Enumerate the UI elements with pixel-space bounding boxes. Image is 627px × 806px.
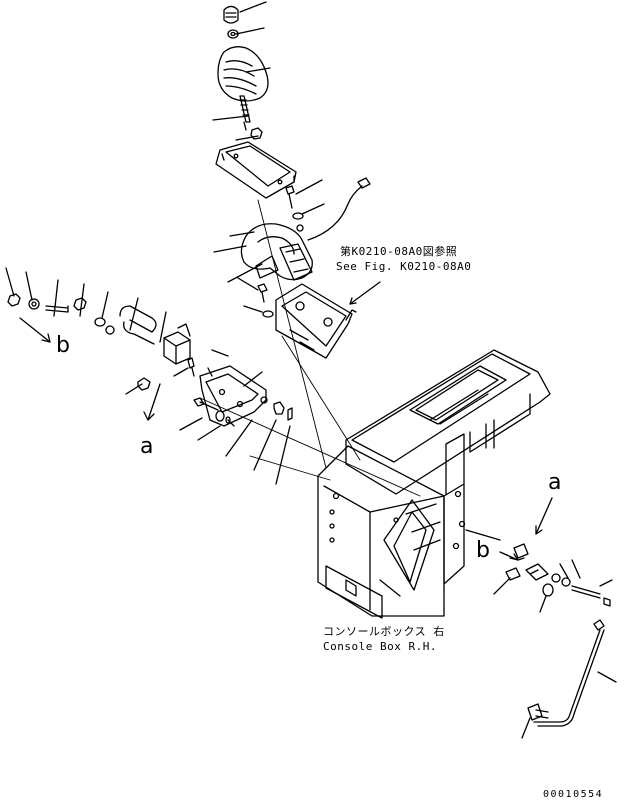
caption-jp: コンソールボックス 右 <box>323 625 445 638</box>
left-hardware <box>5 267 293 485</box>
reference-jp: 第K0210-08A0図参照 <box>340 245 458 258</box>
pointer-label-b-right: b <box>476 538 490 563</box>
pilot-valve <box>213 177 371 283</box>
pointer-label-a-right: a <box>548 470 562 495</box>
lever-knob-assembly <box>212 1 325 220</box>
pointer-label-a-left: a <box>140 434 154 459</box>
caption-en: Console Box R.H. <box>323 640 437 653</box>
assembly-lines <box>199 199 421 497</box>
right-pointer-arrows <box>379 497 553 597</box>
left-pointer-arrows <box>19 317 161 421</box>
reference-en: See Fig. K0210-08A0 <box>336 260 472 273</box>
pointer-label-b-left: b <box>56 333 70 358</box>
console-box <box>317 349 551 619</box>
right-hardware <box>465 529 617 739</box>
drawing-number: 00010554 <box>543 789 604 800</box>
valve-bracket <box>237 277 381 359</box>
